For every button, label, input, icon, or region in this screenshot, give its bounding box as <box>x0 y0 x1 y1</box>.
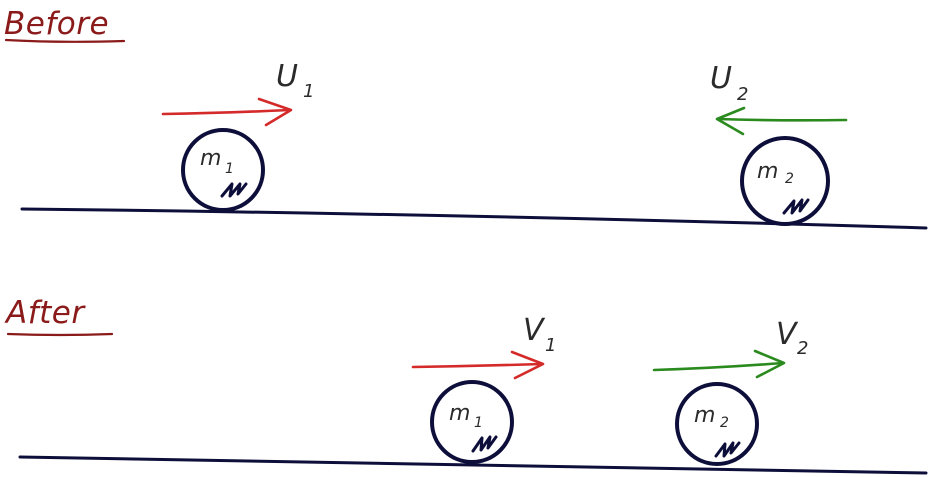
after-ball-m1: m 1 <box>430 380 514 464</box>
after-heading: After <box>4 295 86 331</box>
after-ball-m1-scribble <box>471 435 498 453</box>
before-velocity1-arrow <box>161 97 293 127</box>
after-ball-m2: m 2 <box>675 382 759 466</box>
after-velocity2-symbol: V <box>776 317 799 352</box>
after-ball-m1-mass: m <box>449 401 470 426</box>
before-velocity2-label: U 2 <box>710 61 748 105</box>
after-ball-m2-scribble <box>714 441 741 458</box>
after-velocity1-label: V 1 <box>523 313 556 356</box>
after-velocity1-subscript: 1 <box>545 335 556 356</box>
before-velocity1-subscript: 1 <box>303 81 314 102</box>
after-ball-m2-mass: m <box>694 403 715 428</box>
before-ball-m1-scribble <box>220 182 248 198</box>
after-velocity1-symbol: V <box>523 313 546 348</box>
after-velocity2-arrow <box>652 349 786 379</box>
after-velocity2-subscript: 2 <box>797 338 808 359</box>
before-ball-m2-scribble <box>782 198 810 215</box>
before-velocity2-arrow <box>715 106 848 136</box>
before-ball-m1: m 1 <box>181 128 265 212</box>
before-underline <box>4 38 126 43</box>
before-velocity1-label: U 1 <box>276 59 314 102</box>
before-ball-m2-mass: m <box>757 159 778 184</box>
before-ball-m1-mass: m <box>200 146 221 171</box>
after-ball-m2-subscript: 2 <box>720 415 729 431</box>
before-velocity2-symbol: U <box>710 61 732 96</box>
before-ball-m2-subscript: 2 <box>785 171 794 187</box>
after-velocity2-label: V 2 <box>776 317 808 359</box>
before-velocity2-subscript: 2 <box>737 84 748 105</box>
after-ball-m1-subscript: 1 <box>474 415 483 431</box>
before-ball-m1-subscript: 1 <box>225 161 234 177</box>
before-heading: Before <box>4 6 109 42</box>
before-velocity1-symbol: U <box>276 59 298 94</box>
after-velocity1-arrow <box>411 350 545 380</box>
after-underline <box>6 332 114 337</box>
before-ball-m2: m 2 <box>740 136 830 226</box>
after-ground-line <box>18 455 928 475</box>
